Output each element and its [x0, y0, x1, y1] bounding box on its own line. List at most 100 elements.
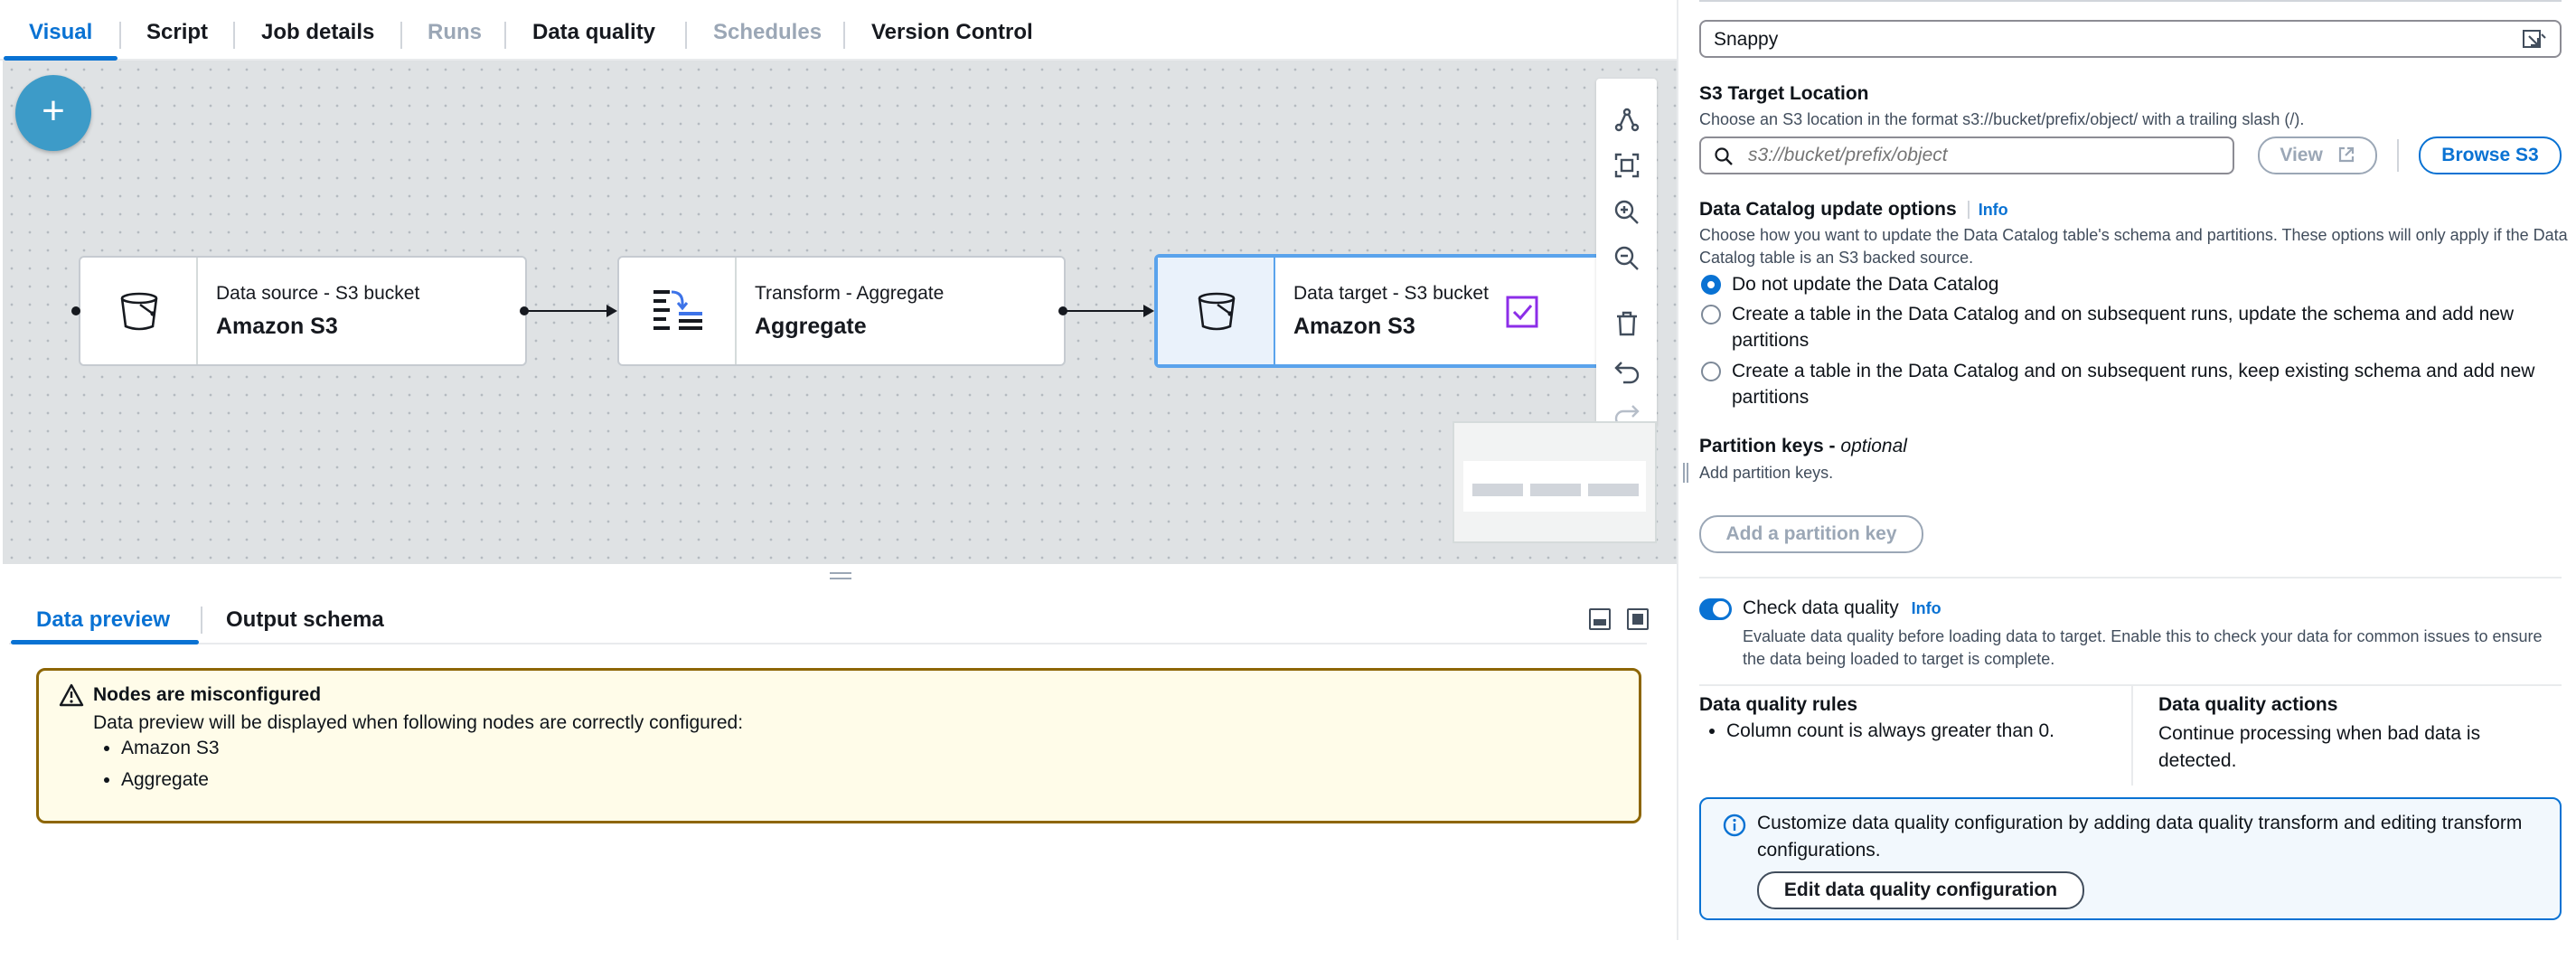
minimap-node: [1588, 484, 1639, 496]
bucket-icon: [1198, 292, 1236, 331]
edge-port: [71, 306, 80, 315]
tab-visual[interactable]: Visual: [29, 20, 93, 44]
toggle-knob: [1713, 601, 1729, 617]
layout-icon[interactable]: [1612, 106, 1641, 135]
catalog-option-label[interactable]: Do not update the Data Catalog: [1732, 274, 1999, 295]
s3-target-description: Choose an S3 location in the format s3:/…: [1699, 110, 2305, 128]
alert-title: Nodes are misconfigured: [93, 684, 322, 705]
tab-separator: [843, 22, 845, 49]
zoom-out-icon[interactable]: [1612, 244, 1641, 273]
catalog-options-label: Data Catalog update options: [1699, 199, 1957, 220]
tab-job-details[interactable]: Job details: [261, 20, 375, 44]
arrowhead: [606, 305, 617, 317]
compression-select[interactable]: Snappy: [1699, 20, 2562, 58]
catalog-info-link[interactable]: Info: [1978, 201, 2008, 219]
misconfigured-alert: Nodes are misconfigured Data preview wil…: [36, 668, 1641, 823]
node-subtitle: Data target - S3 bucket: [1293, 283, 1489, 304]
bottom-tabs: Data preview Output schema: [9, 601, 1649, 644]
tab-separator: [233, 22, 235, 49]
tab-version-control[interactable]: Version Control: [871, 20, 1033, 44]
dq-info-link[interactable]: Info: [1911, 599, 1941, 617]
compression-value: Snappy: [1714, 29, 1779, 50]
search-icon: [1715, 147, 1733, 165]
alert-node-list: Amazon S3 Aggregate: [90, 738, 220, 801]
node-icon-cell: [1158, 258, 1275, 364]
bucket-icon: [120, 292, 158, 331]
visual-canvas[interactable]: + Data source - S3 bucket Amazon S3: [3, 61, 1677, 564]
divider: [1699, 577, 2562, 579]
dq-info-text: Customize data quality configuration by …: [1757, 813, 2523, 861]
canvas-toolbar: [1596, 79, 1657, 428]
catalog-option-radio-2[interactable]: [1701, 362, 1721, 381]
catalog-option-label[interactable]: Create a table in the Data Catalog and o…: [1732, 361, 2535, 408]
tab-data-preview[interactable]: Data preview: [36, 607, 171, 632]
column-divider: [2131, 684, 2133, 786]
check-data-quality-label: Check data quality: [1743, 597, 1899, 618]
node-icon-cell: [619, 258, 737, 364]
catalog-options-heading: Data Catalog update options Info: [1699, 199, 2008, 221]
tab-separator: [201, 607, 202, 634]
fit-view-icon[interactable]: [1612, 151, 1641, 180]
top-tabs: Visual Script Job details Runs Data qual…: [0, 9, 1677, 61]
node-icon-cell: [80, 258, 198, 364]
edit-dq-configuration-button[interactable]: Edit data quality configuration: [1757, 871, 2084, 909]
view-button[interactable]: View: [2258, 136, 2377, 174]
catalog-option-label[interactable]: Create a table in the Data Catalog and o…: [1732, 304, 2515, 351]
arrowhead: [1143, 305, 1154, 317]
external-link-icon: [2338, 146, 2354, 163]
dq-info-alert: Customize data quality configuration by …: [1699, 797, 2562, 920]
divider: [1699, 684, 2562, 686]
minimap-node: [1530, 484, 1581, 496]
delete-icon[interactable]: [1612, 309, 1641, 338]
browse-s3-button[interactable]: Browse S3: [2419, 136, 2562, 174]
tab-runs: Runs: [428, 20, 482, 44]
s3-path-input-box[interactable]: [1699, 136, 2234, 174]
undo-icon[interactable]: [1612, 357, 1641, 386]
check-data-quality-toggle[interactable]: [1699, 598, 1732, 620]
vertical-resize-handle[interactable]: [1683, 463, 1688, 483]
tab-schedules: Schedules: [713, 20, 823, 44]
active-tab-indicator: [4, 56, 118, 61]
divider: [1699, 0, 2562, 2]
edge-port: [1058, 306, 1067, 315]
aggregate-icon: [653, 290, 702, 330]
catalog-option-radio-0[interactable]: [1701, 275, 1721, 295]
checkbox-checked-icon[interactable]: [1506, 296, 1538, 328]
info-icon: [1723, 814, 1746, 837]
edge-line: [1064, 310, 1145, 312]
partition-keys-description: Add partition keys.: [1699, 464, 1834, 482]
panel-resize-handle[interactable]: [830, 572, 851, 579]
add-partition-key-button[interactable]: Add a partition key: [1699, 515, 1923, 553]
edge-port: [520, 306, 529, 315]
node-title: Amazon S3: [216, 314, 338, 339]
split-panel-icon[interactable]: [1589, 608, 1611, 630]
minimap[interactable]: [1453, 421, 1657, 543]
view-button-label: View: [2280, 145, 2323, 165]
tab-output-schema[interactable]: Output schema: [226, 607, 384, 632]
list-item: Column count is always greater than 0.: [1726, 720, 2054, 742]
dq-actions-text: Continue processing when bad data is det…: [2158, 723, 2481, 771]
tab-script[interactable]: Script: [146, 20, 209, 44]
s3-path-input[interactable]: [1746, 144, 2216, 167]
dq-rules-label: Data quality rules: [1699, 694, 1858, 715]
optional-tag: optional: [1840, 436, 1907, 456]
dropdown-icon: [2523, 30, 2546, 48]
catalog-option-radio-1[interactable]: [1701, 305, 1721, 325]
node-transform-aggregate[interactable]: Transform - Aggregate Aggregate: [617, 256, 1066, 366]
active-tab-indicator: [11, 640, 199, 644]
partition-keys-label: Partition keys - optional: [1699, 436, 1907, 457]
zoom-in-icon[interactable]: [1612, 198, 1641, 227]
node-data-source[interactable]: Data source - S3 bucket Amazon S3: [79, 256, 527, 366]
minimap-viewport: [1463, 461, 1646, 512]
minimap-node: [1472, 484, 1523, 496]
node-data-target[interactable]: Data target - S3 bucket Amazon S3: [1154, 254, 1603, 368]
tab-separator: [400, 22, 402, 49]
warning-icon: [59, 683, 84, 707]
edge-line: [525, 310, 608, 312]
tab-separator: [685, 22, 687, 49]
check-data-quality-description: Evaluate data quality before loading dat…: [1743, 627, 2543, 668]
alert-message: Data preview will be displayed when foll…: [93, 712, 744, 733]
add-node-button[interactable]: +: [15, 75, 91, 151]
maximize-panel-icon[interactable]: [1627, 608, 1649, 630]
tab-data-quality[interactable]: Data quality: [532, 20, 656, 44]
